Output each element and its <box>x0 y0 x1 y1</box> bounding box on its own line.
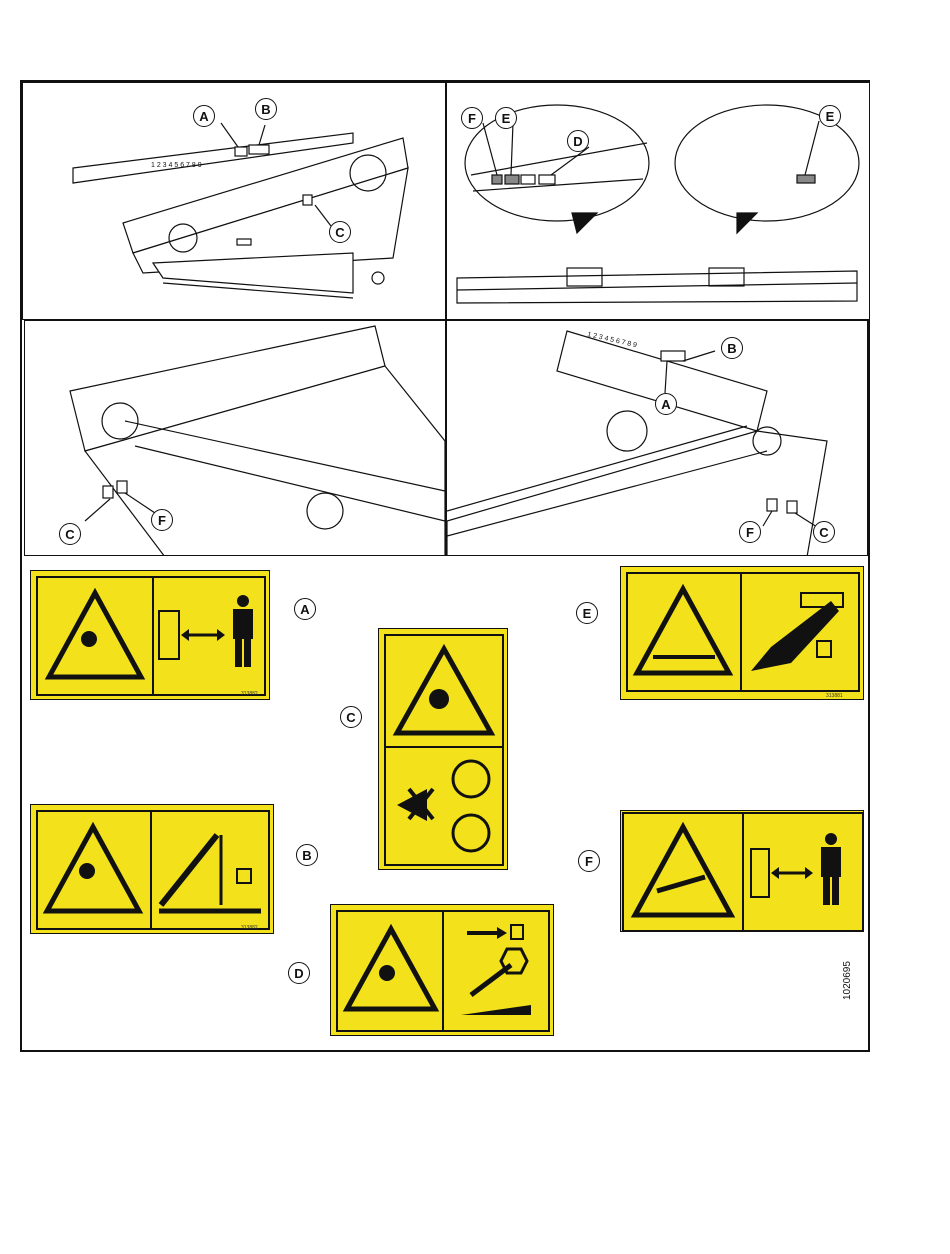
callout-f-decal: F <box>578 850 600 872</box>
callout-f-zoom: F <box>461 107 483 129</box>
panel-right-frame: 1 2 3 4 5 6 7 8 9 A B F C <box>446 320 868 556</box>
panel-zoom-details: F E D E <box>446 82 870 320</box>
cut-hazard-icon <box>637 589 729 673</box>
decal-c-graphic <box>379 629 509 871</box>
pinch-hazard-icon <box>635 827 731 915</box>
callout-d-zoom: D <box>567 130 589 152</box>
left-frame-drawing <box>25 321 446 556</box>
callout-b-decal: B <box>296 844 318 866</box>
right-frame-drawing: 1 2 3 4 5 6 7 8 9 <box>447 321 868 556</box>
decal-a-graphic <box>31 571 271 701</box>
decal-location-figure: 1 2 3 4 5 6 7 8 9 A B C <box>20 80 870 1052</box>
callout-c-left: C <box>59 523 81 545</box>
scale-marks: 1 2 3 4 5 6 7 8 9 <box>151 162 202 169</box>
decal-a: 313882 <box>30 570 270 700</box>
decal-c <box>378 628 508 870</box>
decal-b-code: 313882 <box>241 925 258 931</box>
callout-a-right: A <box>655 393 677 415</box>
frame-overview-drawing: 1 2 3 4 5 6 7 8 9 <box>23 83 446 320</box>
decal-f <box>620 810 864 932</box>
decal-f-graphic <box>621 811 865 933</box>
panel-frame-overview: 1 2 3 4 5 6 7 8 9 A B C <box>22 82 446 320</box>
callout-e-decal: E <box>576 602 598 624</box>
decal-a-code: 313882 <box>241 691 258 697</box>
callout-e-zoom-right: E <box>819 105 841 127</box>
padlock-icon <box>237 869 251 883</box>
figure-number: 1020695 <box>842 961 853 1000</box>
callout-a: A <box>193 105 215 127</box>
decal-d <box>330 904 554 1036</box>
padlock-icon-d <box>511 925 523 939</box>
rotation-arrows-icon <box>453 761 489 797</box>
callout-b-right: B <box>721 337 743 359</box>
decal-b-graphic <box>31 805 275 935</box>
decal-e: 313881 <box>620 566 864 700</box>
decal-e-graphic <box>621 567 865 701</box>
callout-d-decal: D <box>288 962 310 984</box>
padlock-icon-e <box>817 641 831 657</box>
callout-c-right: C <box>813 521 835 543</box>
panel-left-frame: C F <box>24 320 446 556</box>
callout-e-zoom-left: E <box>495 107 517 129</box>
decal-b: 313882 <box>30 804 274 934</box>
callout-f-left: F <box>151 509 173 531</box>
callout-c-decal: C <box>340 706 362 728</box>
callout-b: B <box>255 98 277 120</box>
callout-c: C <box>329 221 351 243</box>
callout-a-decal: A <box>294 598 316 620</box>
decal-d-graphic <box>331 905 555 1037</box>
callout-f-right: F <box>739 521 761 543</box>
decal-e-code: 313881 <box>826 693 843 699</box>
